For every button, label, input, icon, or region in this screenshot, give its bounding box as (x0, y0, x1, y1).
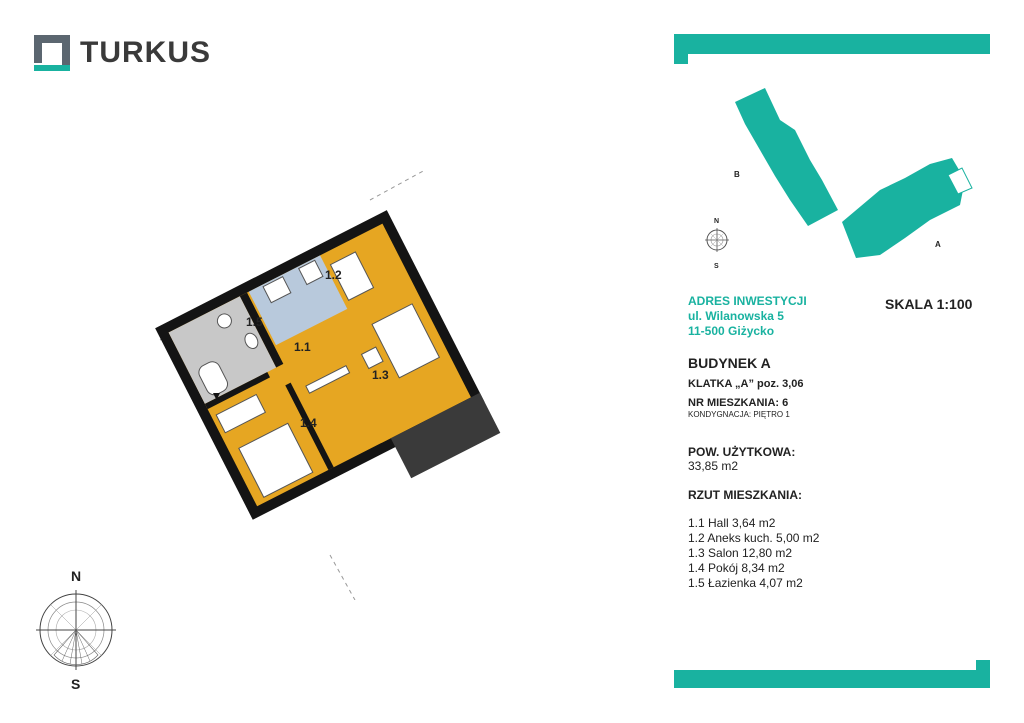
bathtub-icon (198, 361, 229, 396)
brand-name: TURKUS (80, 36, 211, 69)
decor-bar-top-notch (674, 34, 688, 64)
room-label-1-1: 1.1 (294, 340, 311, 354)
room-list-item: 1.3 Salon 12,80 m2 (688, 546, 793, 560)
floor-label: KONDYGNACJA: PIĘTRO 1 (688, 410, 790, 419)
compass-south: S (71, 676, 81, 692)
room-list-item: 1.5 Łazienka 4,07 m2 (688, 576, 803, 590)
stove-icon (262, 276, 292, 304)
dining-table-icon (329, 251, 375, 302)
building-label: BUDYNEK A (688, 355, 771, 371)
turkus-logo-icon (34, 35, 70, 71)
room-list-item: 1.1 Hall 3,64 m2 (688, 516, 776, 530)
kitchen-sink-icon (298, 259, 324, 286)
floor-plan (155, 169, 501, 600)
address-city: 11-500 Giżycko (688, 324, 775, 338)
tv-unit-icon (305, 364, 351, 394)
toilet-icon (244, 332, 259, 350)
bathroom-area (168, 296, 277, 404)
room-label-1-3: 1.3 (372, 368, 389, 382)
wardrobe-icon (215, 393, 267, 434)
decor-bar-bottom-notch (976, 660, 990, 688)
room-label-1-2: 1.2 (325, 268, 342, 282)
entrance-marker-icon (213, 393, 220, 400)
kitchen-area (248, 255, 348, 346)
site-compass-icon (705, 228, 729, 252)
building-a-footprint (842, 158, 973, 258)
room-list: 1.1 Hall 3,64 m2 1.2 Aneks kuch. 5,00 m2… (688, 516, 819, 591)
address-street: ul. Wilanowska 5 (688, 309, 784, 323)
balcony-area (390, 392, 501, 479)
site-label-b: B (734, 170, 740, 179)
room-label-1-5: 1.5 (246, 315, 263, 329)
coffee-table-icon (360, 346, 384, 370)
staircase-label: KLATKA „A” poz. 3,06 (688, 378, 804, 390)
compass-icon (36, 590, 116, 670)
site-compass-south: S (714, 263, 719, 270)
plan-heading: RZUT MIESZKANIA: (688, 488, 802, 502)
sofa-icon (371, 303, 441, 379)
usable-area-value: 33,85 m2 (688, 459, 739, 473)
bed-icon (238, 422, 314, 498)
site-label-a: A (935, 240, 941, 249)
site-compass-north: N (714, 218, 720, 225)
decor-bar-top (674, 34, 990, 54)
sink-icon (216, 313, 232, 329)
room-list-item: 1.2 Aneks kuch. 5,00 m2 (688, 531, 820, 545)
scale-label: SKALA 1:100 (885, 296, 973, 312)
decor-bar-bottom (674, 670, 990, 688)
compass-north: N (71, 568, 82, 584)
room-label-1-4: 1.4 (300, 416, 317, 430)
usable-area-label: POW. UŻYTKOWA: (688, 445, 796, 459)
address-heading: ADRES INWESTYCJI (688, 294, 807, 308)
apartment-number: NR MIESZKANIA: 6 (688, 397, 789, 409)
building-b-footprint (735, 88, 838, 226)
address-block: ADRES INWESTYCJI ul. Wilanowska 5 11-500… (688, 294, 807, 339)
site-plan (705, 88, 973, 258)
room-list-item: 1.4 Pokój 8,34 m2 (688, 561, 785, 575)
